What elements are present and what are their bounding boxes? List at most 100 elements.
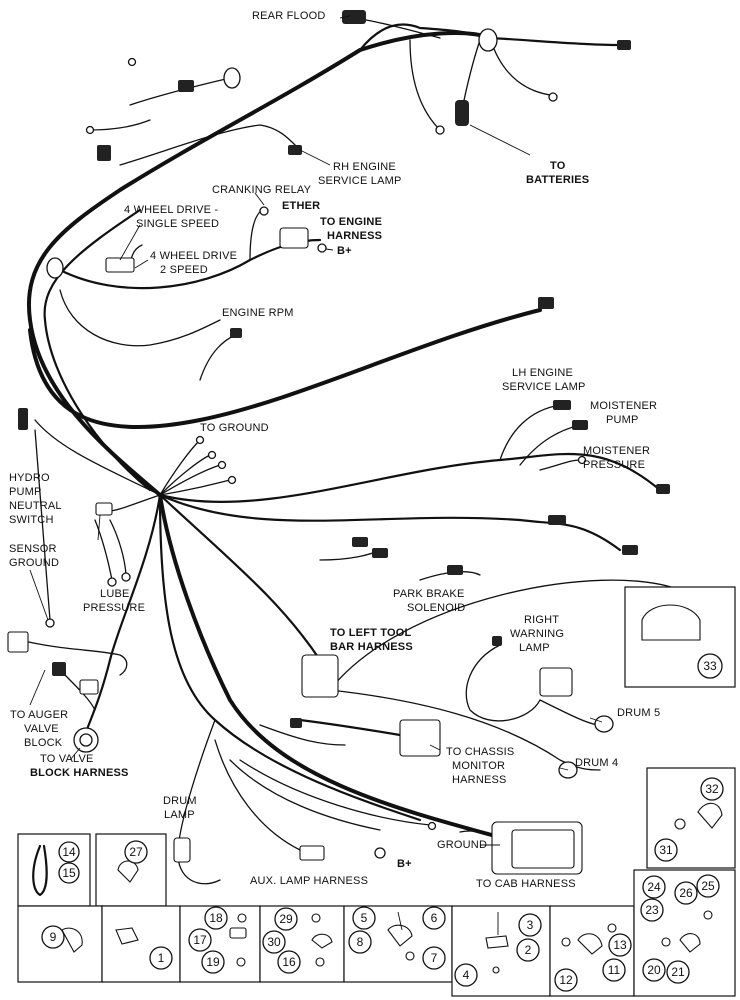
lh-service-lamp-connector bbox=[553, 400, 571, 410]
neutral-switch-connector bbox=[95, 502, 113, 516]
battery-ring-terminal bbox=[435, 125, 445, 135]
auger-label-3: BLOCK bbox=[24, 737, 63, 749]
callout-1-circle bbox=[149, 946, 173, 970]
lh-engine-service-lamp-label-2: SERVICE LAMP bbox=[502, 381, 586, 393]
to-batteries-label-1: TO bbox=[550, 160, 566, 172]
callout-27-circle bbox=[124, 840, 148, 864]
engine-harness-connector bbox=[279, 227, 309, 249]
right-warning-lamp-label-3: LAMP bbox=[519, 642, 550, 654]
moistener-pump-label-2: PUMP bbox=[606, 414, 639, 426]
screw-18-shape bbox=[237, 913, 247, 923]
lube-label-2: PRESSURE bbox=[83, 602, 145, 614]
grommet-top-right bbox=[478, 28, 498, 52]
callout-25-circle bbox=[696, 874, 720, 898]
hydro-label-3: NEUTRAL bbox=[9, 500, 62, 512]
middle-connector bbox=[548, 515, 566, 525]
chassis-small-connector bbox=[290, 718, 302, 728]
rh-service-lamp-connector bbox=[288, 145, 302, 155]
callout-24-circle bbox=[642, 875, 666, 899]
callout-8-circle bbox=[348, 930, 372, 954]
four-wheel-drive-single-label-2: SINGLE SPEED bbox=[136, 218, 219, 230]
b-plus-bottom-label: B+ bbox=[397, 858, 412, 870]
callout-11-circle bbox=[602, 958, 626, 982]
hydro-label-1: HYDRO bbox=[9, 472, 50, 484]
callout-33: 33 bbox=[703, 659, 717, 673]
upper-connector bbox=[178, 80, 194, 92]
callout-23-circle bbox=[640, 898, 664, 922]
four-wheel-drive-2speed-label-2: 2 SPEED bbox=[160, 264, 208, 276]
chassis-monitor-connector bbox=[399, 719, 441, 757]
callout-20: 20 bbox=[647, 963, 661, 977]
lube-label-1: LUBE bbox=[100, 588, 130, 600]
callout-32: 32 bbox=[705, 782, 719, 796]
part-boxes: 33 32 31 14 15 27 9 1 bbox=[17, 586, 736, 997]
clamp-32-shape bbox=[697, 802, 723, 829]
nut-19-shape bbox=[236, 957, 246, 967]
callout-29: 29 bbox=[279, 912, 293, 926]
park-brake-connector-b bbox=[372, 548, 388, 558]
ground-label: GROUND bbox=[437, 839, 487, 851]
callout-17-circle bbox=[188, 928, 212, 952]
to-engine-harness-label-2: HARNESS bbox=[327, 230, 382, 242]
aux-lamp-harness-label: AUX. LAMP HARNESS bbox=[250, 875, 368, 887]
b-plus-terminal-top bbox=[317, 243, 327, 253]
nut-25-shape bbox=[703, 910, 713, 920]
cranking-relay-terminal bbox=[259, 206, 269, 216]
callout-2: 2 bbox=[525, 943, 532, 957]
grommet-upper bbox=[223, 67, 241, 89]
callout-18-circle bbox=[204, 906, 228, 930]
left-tool-bar-label-1: TO LEFT TOOL bbox=[330, 627, 412, 639]
park-brake-connector-a bbox=[352, 537, 368, 547]
right-warning-lamp-connector bbox=[492, 636, 502, 646]
hydro-pump-connector bbox=[18, 408, 28, 430]
nut-31-shape bbox=[674, 818, 686, 830]
hydro-label-4: SWITCH bbox=[9, 514, 54, 526]
battery-fuse-holder bbox=[455, 100, 469, 126]
grommet-left bbox=[46, 257, 64, 279]
left-connector bbox=[97, 145, 111, 161]
callout-8: 8 bbox=[357, 935, 364, 949]
to-cab-harness-label: TO CAB HARNESS bbox=[476, 878, 576, 890]
callout-24: 24 bbox=[647, 880, 661, 894]
right-lower-connector bbox=[622, 545, 638, 555]
sensor-ground-terminal bbox=[45, 618, 55, 628]
nut-16-shape bbox=[315, 957, 325, 967]
rh-engine-service-lamp-label-2: SERVICE LAMP bbox=[318, 175, 402, 187]
to-engine-harness-label-1: TO ENGINE bbox=[320, 216, 382, 228]
callout-21-circle bbox=[666, 960, 690, 984]
park-brake-solenoid-connector bbox=[447, 565, 463, 575]
callout-6-circle bbox=[422, 906, 446, 930]
nut-7-shape bbox=[405, 951, 415, 961]
callout-31: 31 bbox=[659, 843, 673, 857]
ground-terminal-4 bbox=[227, 475, 237, 485]
callout-33-circle bbox=[697, 653, 723, 679]
clamp-30-shape bbox=[311, 933, 333, 949]
callout-26-circle bbox=[674, 881, 698, 905]
bolt-23-shape bbox=[661, 937, 671, 947]
engine-rpm-label: ENGINE RPM bbox=[222, 307, 294, 319]
aux-lamp-connector bbox=[299, 845, 325, 861]
right-warning-lamp-label-1: RIGHT bbox=[524, 614, 559, 626]
callout-9: 9 bbox=[50, 930, 57, 944]
callout-5: 5 bbox=[361, 911, 368, 925]
nut-4-shape bbox=[492, 966, 500, 974]
left-tool-bar-connector bbox=[301, 654, 339, 698]
park-brake-label-1: PARK BRAKE bbox=[393, 588, 465, 600]
drum-lamp-label-1: DRUM bbox=[163, 795, 197, 807]
drum-lamp-connector bbox=[173, 837, 191, 863]
callout-29-circle bbox=[274, 907, 298, 931]
strap-14-shape bbox=[32, 844, 48, 897]
b-plus-terminal-bottom bbox=[374, 847, 386, 859]
callout-20-circle bbox=[642, 958, 666, 982]
callout-12-circle bbox=[554, 968, 578, 992]
four-wheel-drive-single-label-1: 4 WHEEL DRIVE - bbox=[124, 204, 218, 216]
ground-terminal-2 bbox=[207, 450, 217, 460]
ground-terminal-bottom bbox=[427, 821, 437, 831]
four-wheel-drive-2speed-label-1: 4 WHEEL DRIVE bbox=[150, 250, 237, 262]
callout-27: 27 bbox=[129, 845, 143, 859]
valve-block-label-2: BLOCK HARNESS bbox=[30, 767, 129, 779]
callout-31-circle bbox=[654, 838, 678, 862]
callout-25: 25 bbox=[701, 879, 715, 893]
four-wheel-drive-single-connector bbox=[105, 257, 135, 273]
